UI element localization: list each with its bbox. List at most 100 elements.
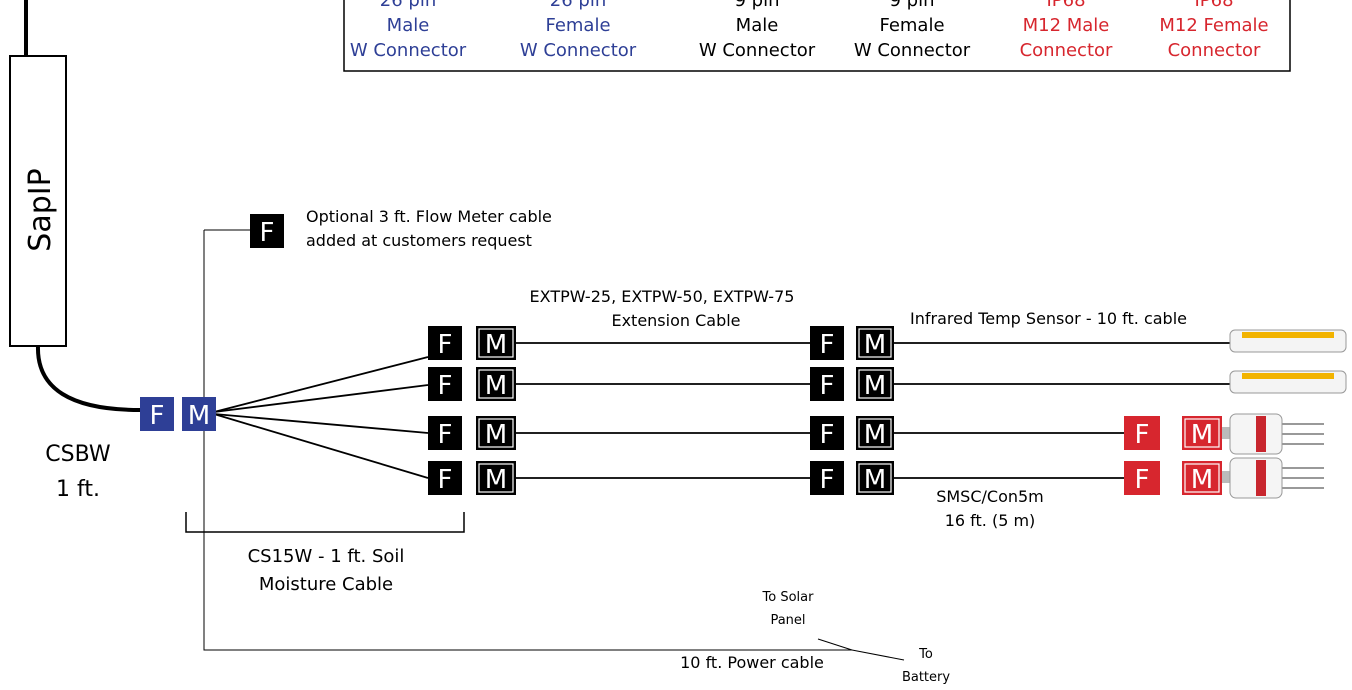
connector-box xyxy=(1182,461,1222,495)
sapip-logger: SapIP xyxy=(9,0,141,412)
connector-box xyxy=(428,367,462,401)
connector-outline xyxy=(478,418,514,448)
legend-item-line: Female xyxy=(545,15,610,36)
legend-item-line: Male xyxy=(387,15,430,36)
connector-letter: M xyxy=(485,420,507,450)
connector-box xyxy=(476,367,516,401)
connector-letter: F xyxy=(820,330,835,360)
sensor-label-band xyxy=(1256,460,1266,496)
connector-box xyxy=(476,416,516,450)
flow-meter-label-line2: added at customers request xyxy=(306,231,532,250)
cs15w-label-line2: Moisture Cable xyxy=(259,574,393,595)
cs15w-label-line1: CS15W - 1 ft. Soil xyxy=(248,546,405,567)
female-9pin-connector: F xyxy=(810,367,844,401)
connector-letter: F xyxy=(1135,420,1150,450)
connector-outline xyxy=(1184,418,1220,448)
male-9pin-connector: M xyxy=(476,367,516,401)
connector-box xyxy=(1182,416,1222,450)
connector-box xyxy=(428,461,462,495)
female-9pin-connector: F xyxy=(810,326,844,360)
sensor-label-band xyxy=(1256,416,1266,452)
connector-box xyxy=(1124,461,1160,495)
male-9pin-connector: M xyxy=(856,326,894,360)
cs15w-bracket xyxy=(185,512,465,533)
sensor-cap xyxy=(1222,427,1230,439)
connector-box xyxy=(856,416,894,450)
solar-label-line2: Panel xyxy=(770,613,805,628)
csbw-cable xyxy=(35,345,141,412)
connector-box xyxy=(476,326,516,360)
connector-letter: M xyxy=(485,330,507,360)
male-9pin-connector: M xyxy=(856,461,894,495)
connector-letter: F xyxy=(438,330,453,360)
legend-item-line: 26 pin xyxy=(550,0,606,11)
fanout-cables xyxy=(213,356,429,479)
sensor-cap xyxy=(1222,471,1230,483)
power-cable xyxy=(203,229,905,661)
fanout-cable xyxy=(213,413,429,479)
fanout-cable xyxy=(213,384,429,413)
legend-item-line: 9 pin xyxy=(889,0,934,11)
connector-outline xyxy=(1184,463,1220,493)
legend-item-line: W Connector xyxy=(699,40,816,61)
connector-letter: M xyxy=(188,401,210,431)
solar-lead xyxy=(817,638,853,651)
legend-item-line: M12 Male xyxy=(1023,15,1110,36)
connector-letter: F xyxy=(820,371,835,401)
legend-item-line: M12 Female xyxy=(1159,15,1268,36)
legend-item-line: Connector xyxy=(1020,40,1113,61)
connector-letter: F xyxy=(820,420,835,450)
fanout-cable xyxy=(213,413,429,434)
legend-frame xyxy=(343,0,1291,72)
power-cable-line xyxy=(203,230,905,661)
connector-letter: F xyxy=(438,371,453,401)
connector-box xyxy=(810,326,844,360)
male-9pin-connector: M xyxy=(856,416,894,450)
legend-item-line: IP68 xyxy=(1194,0,1233,11)
connector-box xyxy=(428,416,462,450)
battery-label-line2: Battery xyxy=(902,670,950,685)
diagram-labels: Optional 3 ft. Flow Meter cable added at… xyxy=(248,207,1187,685)
csbw-label-line1: CSBW xyxy=(45,442,111,467)
legend-item-line: Connector xyxy=(1168,40,1261,61)
legend-item-line: W Connector xyxy=(350,40,467,61)
soil-moisture-sensor xyxy=(1222,457,1324,499)
connector-outline xyxy=(478,369,514,399)
female-9pin-connector: F xyxy=(428,367,462,401)
csbw-label-line2: 1 ft. xyxy=(56,477,100,502)
infrared-sensor xyxy=(1229,329,1347,353)
female-9pin-connector: F xyxy=(810,461,844,495)
infrared-sensor-stripe xyxy=(1242,332,1334,338)
legend-item-line: W Connector xyxy=(520,40,637,61)
female-9pin-connector: F xyxy=(428,326,462,360)
connector-letter: F xyxy=(260,218,275,248)
female-26pin-connector: F xyxy=(140,397,174,431)
battery-label-line1: To xyxy=(918,647,933,662)
female-9pin-connector: F xyxy=(810,416,844,450)
female-m12-connector: F xyxy=(1124,416,1160,450)
solar-label-line1: To Solar xyxy=(762,590,815,605)
soil-moisture-sensor xyxy=(1222,413,1324,455)
connector-letter: F xyxy=(1135,465,1150,495)
extension-label-line2: Extension Cable xyxy=(611,311,740,330)
female-9pin-connector: F xyxy=(428,461,462,495)
connector-box xyxy=(476,461,516,495)
legend-item-line: 26 pin xyxy=(380,0,436,11)
smsc-label-line2: 16 ft. (5 m) xyxy=(945,511,1036,530)
connector-outline xyxy=(478,463,514,493)
connector-box xyxy=(140,397,174,431)
connector-box xyxy=(428,326,462,360)
connector-letter: M xyxy=(485,371,507,401)
connector-letter: M xyxy=(1191,465,1213,495)
extension-label-line1: EXTPW-25, EXTPW-50, EXTPW-75 xyxy=(530,287,795,306)
sensor-cables xyxy=(893,342,1232,479)
female-9pin-connector: F xyxy=(428,416,462,450)
connector-letter: M xyxy=(485,465,507,495)
connector-letter: F xyxy=(820,465,835,495)
connector-letter: M xyxy=(864,420,886,450)
connector-letter: M xyxy=(1191,420,1213,450)
male-m12-connector: M xyxy=(1182,416,1222,450)
connector-letter: F xyxy=(150,401,165,431)
legend-item-line: IP68 xyxy=(1046,0,1085,11)
connector-box xyxy=(810,367,844,401)
